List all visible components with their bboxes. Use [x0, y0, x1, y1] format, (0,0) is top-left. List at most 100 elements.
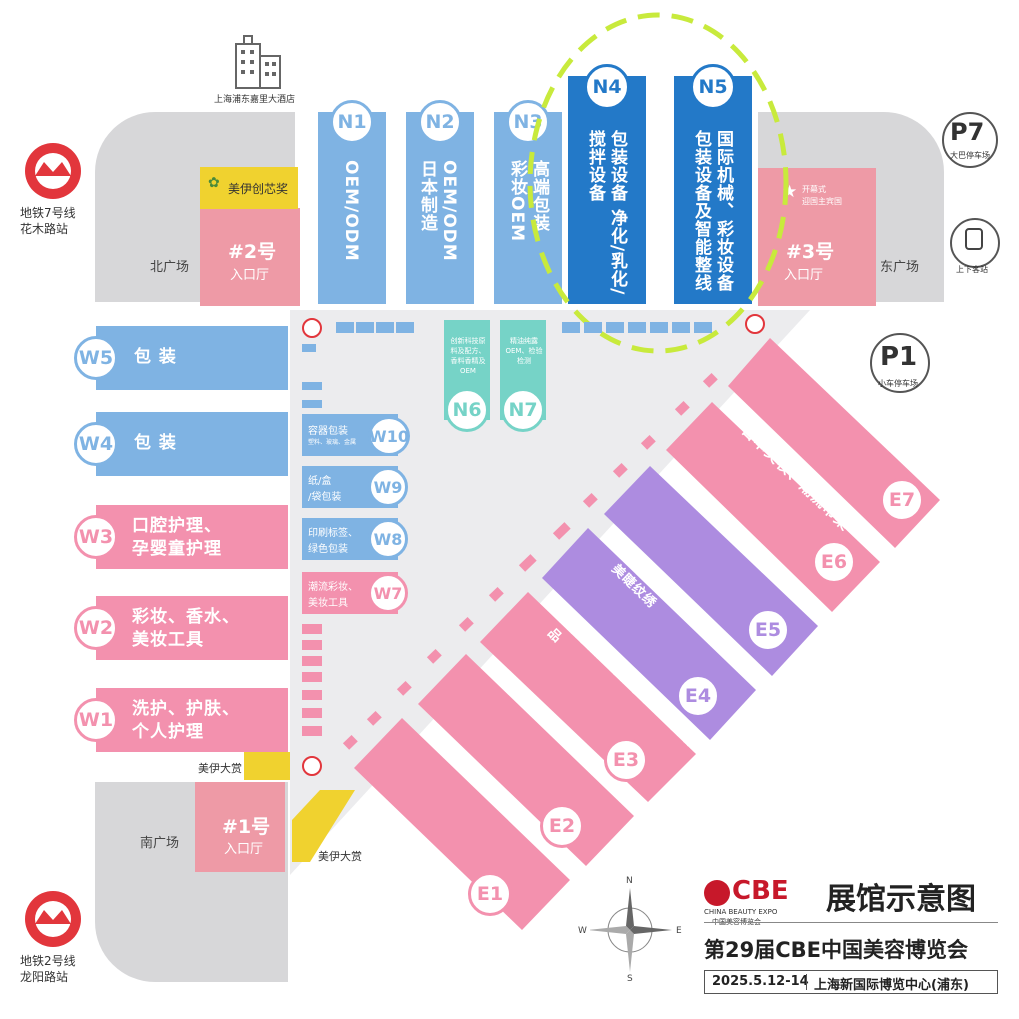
hall-n2[interactable]	[406, 112, 474, 304]
hall-n7-badge: N7	[501, 388, 545, 432]
award-top-label: 美伊创芯奖	[228, 182, 289, 196]
hotel-icon	[235, 35, 281, 89]
compass-n: N	[626, 876, 633, 886]
info-divider	[806, 974, 807, 990]
booth	[336, 322, 354, 333]
gate1-hall	[195, 782, 285, 872]
cbe-logo-mark-icon	[704, 880, 730, 906]
gate2-label-1: #2号	[228, 241, 277, 263]
hall-w3-label-2: 孕婴童护理	[132, 539, 222, 559]
cbe-logo-en: CHINA BEAUTY EXPO	[704, 908, 778, 916]
gate1-label-1: #1号	[222, 816, 271, 838]
opening-label-2: 迎国主宾国	[802, 197, 842, 206]
event-info-box	[704, 970, 998, 994]
hall-w1-label-2: 个人护理	[132, 722, 204, 742]
hall-n6-label: 创新科技原料及配方、香料香精及OEM	[450, 337, 486, 375]
hall-w9-badge: W9	[368, 467, 408, 507]
hall-w3-label-1: 口腔护理、	[132, 516, 222, 536]
p1-label: P1	[880, 342, 918, 372]
award-bottom-label: 美伊大赏	[318, 850, 362, 863]
hall-n6-badge: N6	[445, 388, 489, 432]
hall-w3[interactable]	[96, 505, 288, 569]
hall-n1-label: OEM/ODM	[341, 160, 361, 262]
hall-n1[interactable]	[318, 112, 386, 304]
hall-w2-label-1: 彩妆、香水、	[132, 607, 240, 627]
hall-w2-badge: W2	[74, 606, 118, 650]
hall-w3-badge: W3	[74, 515, 118, 559]
hall-e2-badge: E2	[540, 804, 584, 848]
compass-w: W	[578, 926, 587, 936]
p7-sub: 大巴停车场	[950, 151, 990, 160]
hall-w1-label-1: 洗护、护肤、	[132, 699, 240, 719]
south-plaza-label: 南广场	[140, 836, 180, 851]
hall-w4[interactable]	[96, 412, 288, 476]
bus-stop-circle	[950, 218, 1000, 268]
award-area-bottom	[292, 790, 355, 862]
booth	[396, 322, 414, 333]
opening-label-1: 开幕式	[802, 185, 826, 194]
award-badge-mid	[244, 752, 290, 780]
bus-marker-icon	[302, 756, 322, 776]
booth	[562, 322, 580, 333]
metro-bottom-station: 龙阳路站	[20, 970, 69, 984]
p1-circle	[870, 333, 930, 393]
booth	[356, 322, 374, 333]
north-plaza-label: 北广场	[150, 260, 190, 275]
p7-circle	[942, 112, 998, 168]
compass-icon	[590, 888, 672, 972]
booth	[650, 322, 668, 333]
hall-w8-label-1: 印刷标签、	[308, 528, 358, 539]
hall-w7-badge: W7	[368, 573, 408, 613]
hall-w2-label-2: 美妆工具	[132, 630, 204, 650]
award-badge-top	[200, 167, 298, 209]
hall-w5-label: 包 装	[134, 347, 177, 367]
booth	[694, 322, 712, 333]
gate3-label-1: #3号	[786, 241, 835, 263]
hall-w9-label-1: 纸/盒	[308, 476, 332, 487]
bus-marker-icon	[745, 314, 765, 334]
hall-w1[interactable]	[96, 688, 288, 752]
compass-e: E	[676, 926, 682, 936]
hall-w2[interactable]	[96, 596, 288, 660]
metro-icon-top	[25, 143, 81, 199]
booth	[376, 322, 394, 333]
hall-n1-badge: N1	[330, 100, 374, 144]
hall-e5-badge: E5	[746, 608, 790, 652]
hall-w7-label-2: 美妆工具	[308, 598, 348, 609]
metro-bottom-line: 地铁2号线	[20, 954, 76, 968]
hall-n7-label: 精油纯露OEM、检验检测	[505, 337, 543, 365]
compass-s: S	[627, 974, 633, 984]
hall-w4-badge: W4	[74, 422, 118, 466]
booth	[584, 322, 602, 333]
bus-marker-icon	[302, 318, 322, 338]
map-title: 展馆示意图	[826, 882, 976, 917]
metro-icon-bottom	[25, 891, 81, 947]
cbe-logo: CBE	[732, 876, 789, 906]
award-mid-label: 美伊大赏	[198, 762, 242, 775]
gate2-hall	[200, 208, 300, 306]
award-top-logo: ✿	[208, 175, 220, 191]
hall-w5[interactable]	[96, 326, 288, 390]
p7-label: P7	[950, 118, 985, 146]
gate2-label-2: 入口厅	[230, 268, 270, 283]
booth	[672, 322, 690, 333]
hall-w8-badge: W8	[368, 519, 408, 559]
hall-w5-badge: W5	[74, 336, 118, 380]
hall-w10-badge: W10	[368, 416, 410, 456]
p1-sub: 小车停车场	[878, 379, 918, 388]
metro-top-line: 地铁7号线	[20, 206, 76, 220]
hall-n2-badge: N2	[418, 100, 462, 144]
title-divider	[704, 922, 998, 923]
hall-n2-label: OEM/ODM 日本制造	[417, 160, 459, 262]
hall-w4-label: 包 装	[134, 433, 177, 453]
east-plaza-label: 东广场	[880, 260, 920, 275]
hall-e7-badge: E7	[880, 478, 924, 522]
booth	[628, 322, 646, 333]
booth	[606, 322, 624, 333]
hotel-label: 上海浦东嘉里大酒店	[214, 95, 296, 105]
hall-e1-badge: E1	[468, 872, 512, 916]
gate1-label-2: 入口厅	[224, 842, 264, 857]
hall-e3-badge: E3	[604, 738, 648, 782]
hall-w8-label-2: 绿色包装	[308, 544, 348, 555]
